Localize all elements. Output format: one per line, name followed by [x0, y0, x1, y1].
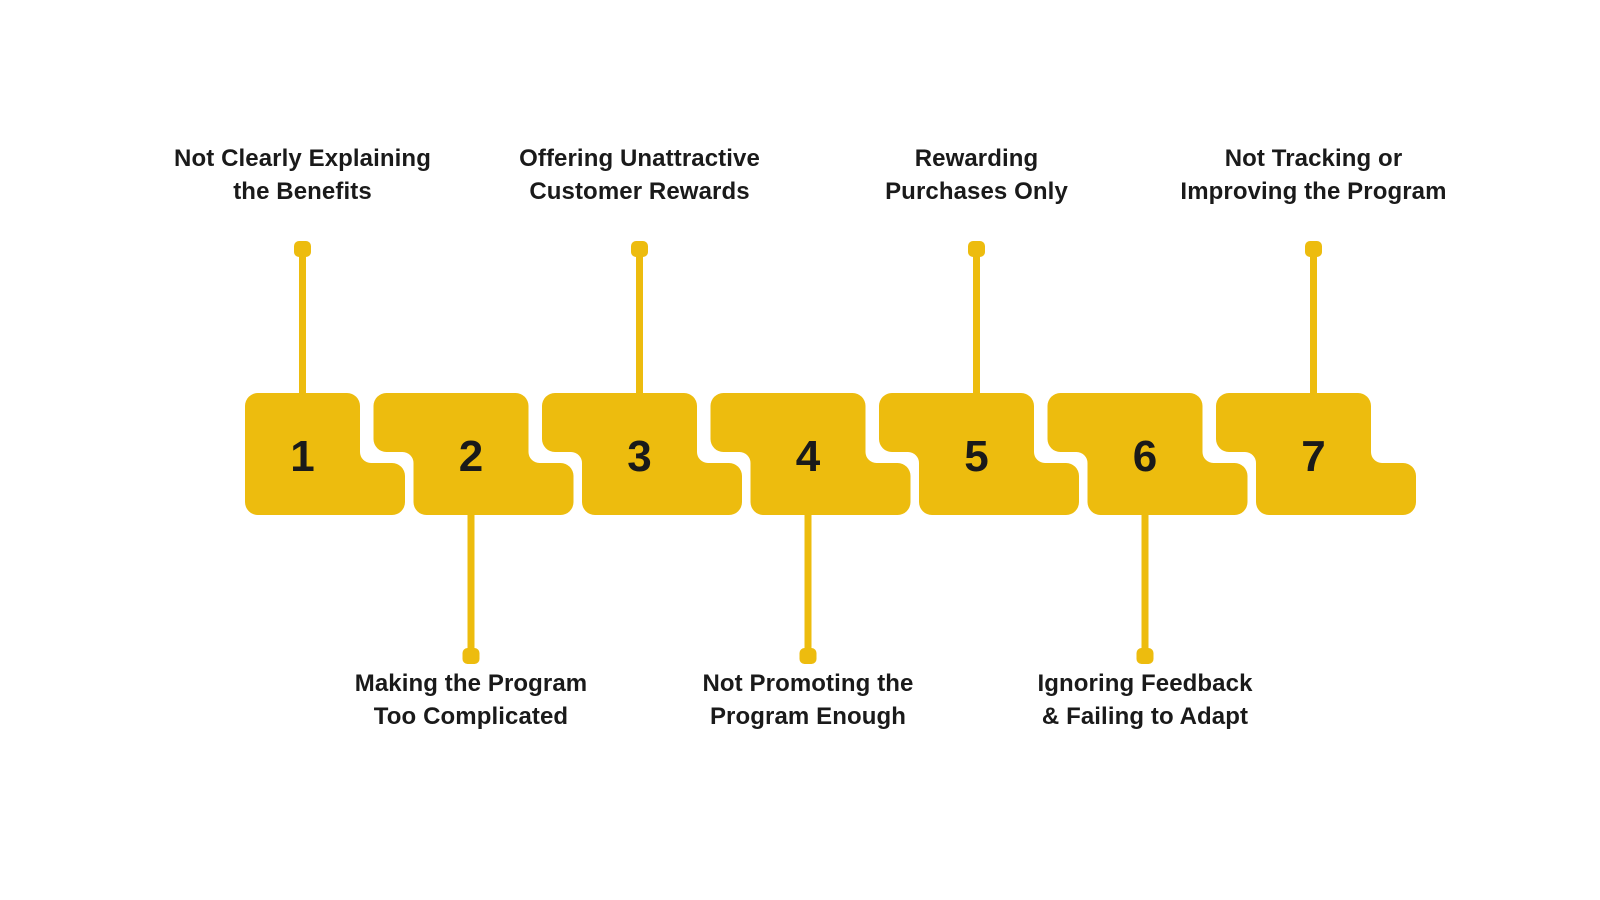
step-label-line: Purchases Only — [885, 178, 1068, 205]
connector-endpoint — [1136, 648, 1154, 664]
step-label-line: Too Complicated — [373, 703, 569, 730]
connector-endpoint — [968, 241, 985, 257]
step-label-line: Offering Unattractive — [519, 145, 760, 172]
connector-4 — [799, 511, 817, 664]
step-label-6: Ignoring Feedback & Failing to Adapt — [955, 667, 1335, 733]
connector-endpoint — [462, 648, 480, 664]
step-label-line: Improving the Program — [1180, 178, 1447, 205]
step-label-7: Not Tracking or Improving the Program — [1124, 142, 1504, 208]
step-number-6: 6 — [1132, 432, 1158, 481]
step-label-line: Rewarding — [914, 145, 1039, 172]
connector-endpoint — [631, 241, 648, 257]
step-label-line: Making the Program — [354, 670, 588, 697]
connector-line — [1141, 511, 1149, 652]
puzzle-piece-4 — [710, 393, 911, 515]
connector-6 — [1136, 511, 1154, 664]
step-label-line: Customer Rewards — [529, 178, 750, 205]
connector-line — [973, 253, 980, 397]
puzzle-piece-5 — [879, 393, 1079, 515]
step-label-line: Not Clearly Explaining — [174, 145, 431, 172]
step-label-line: the Benefits — [233, 178, 372, 205]
puzzle-piece-1 — [245, 393, 405, 515]
connector-5 — [968, 241, 985, 397]
step-label-line: Not Promoting the — [702, 670, 914, 697]
connector-3 — [631, 241, 648, 397]
connector-line — [1310, 253, 1317, 397]
connector-endpoint — [799, 648, 817, 664]
step-label-line: & Failing to Adapt — [1041, 703, 1249, 730]
step-number-4: 4 — [795, 432, 821, 481]
connector-line — [299, 253, 306, 397]
puzzle-piece-2 — [373, 393, 574, 515]
step-label-line: Ignoring Feedback — [1037, 670, 1253, 697]
connector-line — [467, 511, 475, 652]
step-number-3: 3 — [627, 432, 652, 481]
puzzle-piece-7 — [1216, 393, 1416, 515]
connector-line — [636, 253, 643, 397]
puzzle-piece-6 — [1047, 393, 1248, 515]
step-number-5: 5 — [964, 432, 989, 481]
step-number-7: 7 — [1301, 432, 1326, 481]
step-number-1: 1 — [290, 432, 315, 481]
connector-1 — [294, 241, 311, 397]
connector-7 — [1305, 241, 1322, 397]
step-label-line: Not Tracking or — [1224, 145, 1403, 172]
connector-line — [804, 511, 812, 652]
connector-endpoint — [294, 241, 311, 257]
step-label-1: Not Clearly Explaining the Benefits — [113, 142, 493, 208]
puzzle-piece-3 — [542, 393, 742, 515]
step-number-2: 2 — [458, 432, 484, 481]
connector-endpoint — [1305, 241, 1322, 257]
step-label-line: Program Enough — [709, 703, 907, 730]
connector-2 — [462, 511, 480, 664]
